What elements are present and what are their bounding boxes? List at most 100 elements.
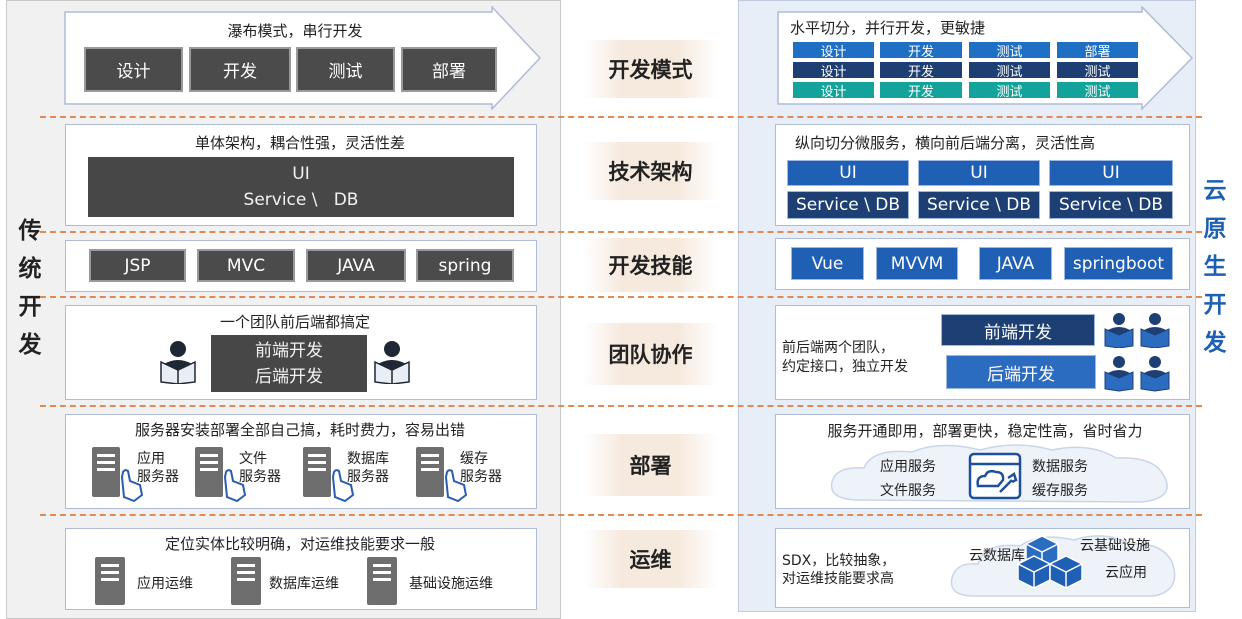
team-readers-icon	[1104, 313, 1170, 348]
parallel-task: 测试	[1057, 62, 1138, 80]
parallel-task: 测试	[969, 62, 1050, 80]
cloud-db-label: 云数据库	[969, 548, 1025, 564]
monolith-service-db: Service \ DB	[243, 190, 359, 210]
traditional-dev-caption: 瀑布模式，串行开发	[227, 22, 363, 40]
row-divider	[40, 405, 1202, 407]
fullstack-team-block: 前端开发 后端开发	[211, 335, 367, 392]
cloud-team-desc: 前后端两个团队，	[782, 340, 894, 356]
cloud-title-char: 原	[1203, 216, 1227, 242]
backend-team: 后端开发	[946, 355, 1096, 389]
category-skills: 开发技能	[583, 238, 718, 292]
traditional-title-char: 统	[18, 256, 42, 282]
cloud-title-char: 云	[1203, 178, 1227, 204]
traditional-team-caption: 一个团队前后端都搞定	[219, 313, 370, 331]
microservice-ui: UI	[918, 160, 1040, 186]
waterfall-step: 部署	[401, 47, 497, 92]
microservice-ui: UI	[787, 160, 909, 186]
microservice-ui: UI	[1049, 160, 1173, 186]
traditional-title-char: 传	[18, 218, 42, 244]
cloud-app-label: 云应用	[1105, 565, 1147, 581]
cloud-tools-icon	[968, 452, 1022, 500]
row-divider	[40, 231, 1202, 233]
cubes-icon	[1017, 535, 1083, 589]
ops-item: 数据库运维	[269, 576, 339, 592]
parallel-task: 部署	[1057, 42, 1138, 60]
skill-tile: JSP	[89, 249, 186, 282]
category-team: 团队协作	[583, 323, 718, 385]
parallel-task: 设计	[793, 42, 874, 60]
skill-tile: JAVA	[306, 249, 406, 282]
monolith-block: UI Service \ DB	[88, 157, 514, 217]
waterfall-step: 开发	[189, 47, 291, 92]
traditional-ops-box	[65, 528, 537, 610]
reader-person-icon	[160, 341, 196, 384]
parallel-task: 设计	[793, 82, 874, 100]
parallel-task: 开发	[880, 42, 962, 60]
parallel-task: 测试	[969, 82, 1050, 100]
category-ops: 运维	[583, 530, 718, 588]
waterfall-step: 设计	[84, 47, 183, 92]
server-hand-icon	[92, 447, 144, 503]
microservice-service-db: Service \ DB	[918, 191, 1040, 219]
row-divider	[40, 116, 1202, 118]
frontend-label: 前端开发	[255, 340, 323, 361]
server-icon	[95, 557, 125, 605]
cloud-team-desc: 约定接口，独立开发	[782, 359, 908, 375]
monolith-ui: UI	[292, 164, 310, 184]
backend-label: 后端开发	[255, 366, 323, 387]
ops-item: 基础设施运维	[409, 576, 493, 592]
row-divider	[40, 514, 1202, 516]
cloud-title-char: 开	[1203, 292, 1227, 318]
cloud-infra-label: 云基础设施	[1080, 538, 1150, 554]
server-icon	[231, 557, 261, 605]
row-divider	[40, 296, 1202, 298]
team-readers-icon	[1104, 356, 1170, 392]
server-label: 缓存服务器	[460, 451, 502, 485]
server-label: 数据库服务器	[347, 451, 389, 485]
cloud-ops-desc: SDX，比较抽象，	[782, 553, 896, 569]
cloud-title-char: 发	[1203, 330, 1227, 356]
cloud-service-label: 数据服务	[1032, 459, 1088, 475]
cloud-title-char: 生	[1203, 254, 1227, 280]
traditional-deploy-caption: 服务器安装部署全部自己搞，耗时费力，容易出错	[134, 421, 465, 439]
cloud-service-label: 缓存服务	[1032, 483, 1088, 499]
cloud-architecture-caption: 纵向切分微服务，横向前后端分离，灵活性高	[795, 134, 1096, 152]
reader-person-icon	[374, 341, 410, 384]
category-deploy: 部署	[583, 434, 718, 496]
category-dev-mode: 开发模式	[583, 40, 718, 98]
server-hand-icon	[195, 447, 247, 503]
server-icon	[367, 557, 397, 605]
server-label: 文件服务器	[239, 451, 281, 485]
parallel-task: 开发	[880, 82, 962, 100]
parallel-task: 测试	[1057, 82, 1138, 100]
traditional-architecture-caption: 单体架构，耦合性强，灵活性差	[194, 134, 405, 152]
traditional-title-char: 开	[18, 294, 42, 320]
skill-tile: springboot	[1064, 247, 1173, 280]
parallel-task: 测试	[969, 42, 1050, 60]
server-label: 应用服务器	[137, 451, 179, 485]
traditional-title-char: 发	[18, 332, 42, 358]
server-hand-icon	[303, 447, 355, 503]
skill-tile: Vue	[791, 247, 864, 280]
cloud-ops-desc: 对运维技能要求高	[782, 571, 894, 587]
skill-tile: JAVA	[979, 247, 1052, 280]
category-architecture: 技术架构	[583, 142, 718, 200]
cloud-dev-caption: 水平切分，并行开发，更敏捷	[790, 19, 986, 37]
skill-tile: MVC	[197, 249, 295, 282]
microservice-service-db: Service \ DB	[787, 191, 909, 219]
parallel-task: 设计	[793, 62, 874, 80]
traditional-title: 传 统 开 发	[15, 212, 45, 364]
traditional-ops-caption: 定位实体比较明确，对运维技能要求一般	[164, 535, 435, 553]
cloud-title: 云 原 生 开 发	[1200, 172, 1230, 362]
cloud-service-label: 文件服务	[880, 483, 936, 499]
microservice-service-db: Service \ DB	[1049, 191, 1173, 219]
parallel-task: 开发	[880, 62, 962, 80]
server-hand-icon	[416, 447, 468, 503]
ops-item: 应用运维	[137, 576, 193, 592]
skill-tile: spring	[416, 249, 514, 282]
cloud-deploy-caption: 服务开通即用，部署更快，稳定性高，省时省力	[827, 422, 1143, 440]
frontend-team: 前端开发	[941, 314, 1095, 346]
skill-tile: MVVM	[876, 247, 958, 280]
waterfall-step: 测试	[296, 47, 395, 92]
cloud-service-label: 应用服务	[880, 459, 936, 475]
